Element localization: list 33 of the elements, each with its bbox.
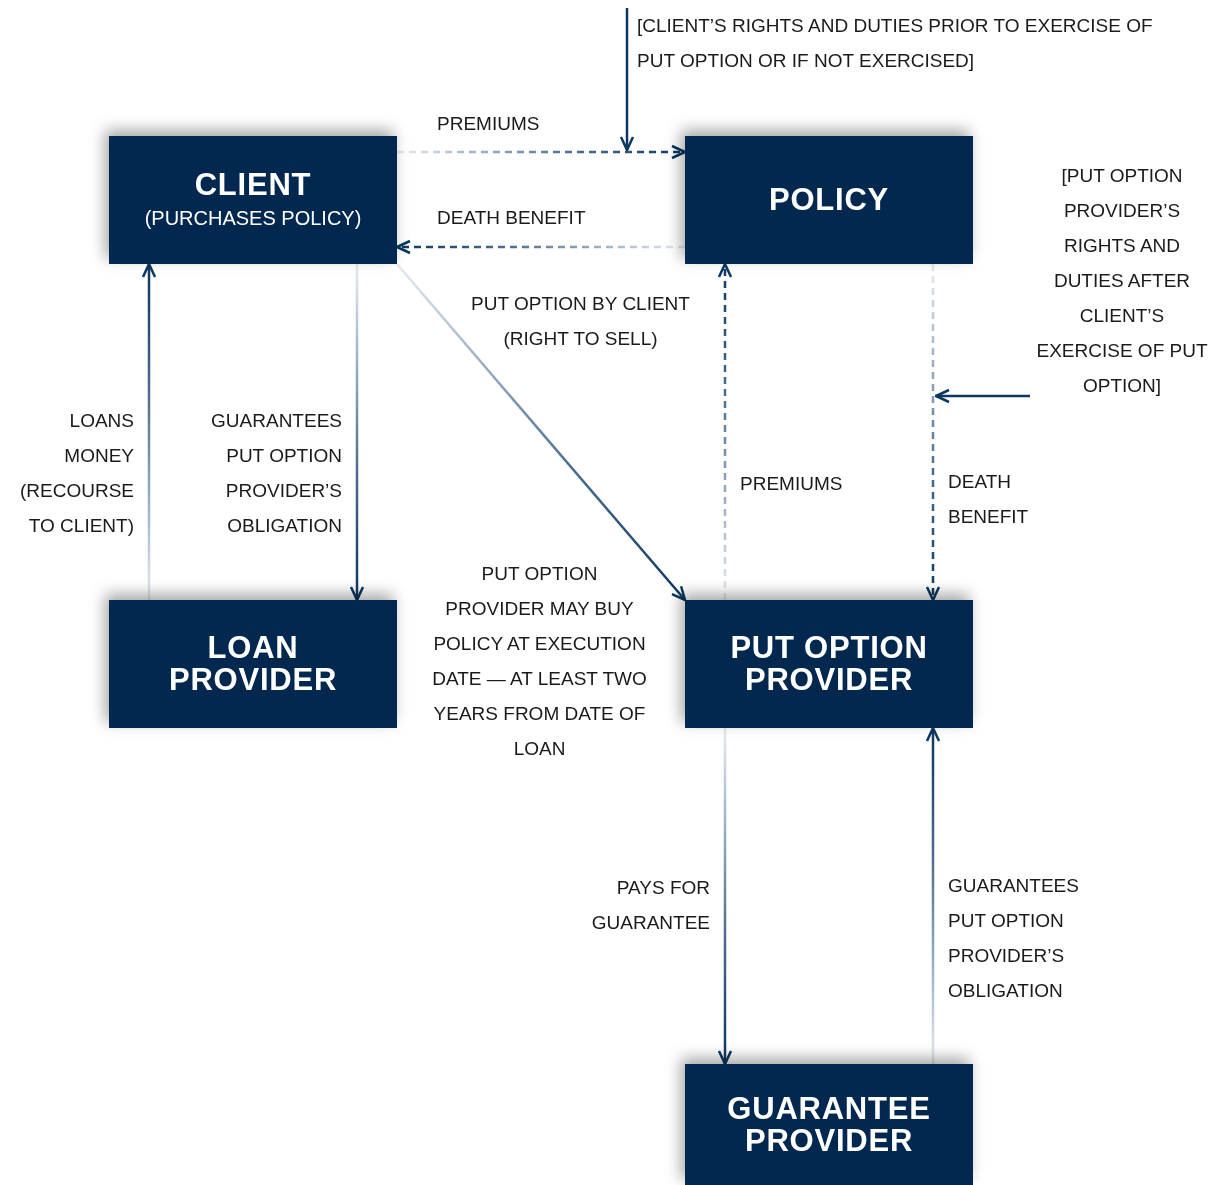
arrow bbox=[925, 726, 941, 1064]
arrow bbox=[141, 262, 157, 600]
arrow bbox=[717, 728, 733, 1066]
leader-arrow bbox=[619, 8, 635, 152]
box-title: CLIENT bbox=[194, 169, 312, 201]
callout-note: [CLIENT’S RIGHTS AND DUTIES PRIOR TO EXERCISE OF PUT OPTION OR IF NOT EXERCISED] bbox=[627, 8, 1187, 84]
edge-label: PREMIUMS bbox=[437, 112, 541, 136]
edge-label: GUARANTEES PUT OPTION PROVIDER’S OBLIGATION bbox=[210, 409, 342, 538]
edge-label: DEATH BENEFIT bbox=[437, 206, 587, 230]
dashed-arrow bbox=[717, 262, 733, 600]
arrow bbox=[396, 263, 687, 602]
edge-label: PAYS FOR GUARANTEE bbox=[590, 876, 710, 935]
entity-box bbox=[685, 136, 973, 264]
dashed-arrow bbox=[925, 264, 941, 602]
edge-label: LOANS MONEY (RECOURSE TO CLIENT) bbox=[19, 409, 134, 538]
dashed-arrow bbox=[397, 144, 687, 160]
box-subtitle: (PURCHASES POLICY) bbox=[144, 206, 362, 231]
edge-label: GUARANTEES PUT OPTION PROVIDER’S OBLIGATION bbox=[948, 874, 1080, 1003]
entity-box bbox=[685, 600, 973, 728]
box-title: LOAN PROVIDER bbox=[167, 632, 339, 696]
box-title: POLICY bbox=[768, 184, 890, 216]
arrow bbox=[349, 264, 365, 602]
edge-label: PUT OPTION BY CLIENT (RIGHT TO SELL) bbox=[470, 292, 691, 351]
callout-note: [PUT OPTION PROVIDER’S RIGHTS AND DUTIES AFTER CLIENT’S EXERCISE OF PUT OPTION] bbox=[1030, 158, 1208, 408]
entity-box bbox=[109, 600, 397, 728]
note-text: PUT OPTION PROVIDER MAY BUY POLICY AT EXECUTION DATE — AT LEAST TWO YEARS FROM DATE OF LOAN bbox=[432, 562, 647, 761]
box-title: PUT OPTION PROVIDER bbox=[729, 632, 929, 696]
edge-label: DEATH BENEFIT bbox=[948, 470, 1030, 529]
edge-label: PREMIUMS bbox=[740, 472, 844, 496]
entity-box bbox=[109, 136, 397, 264]
entity-box bbox=[685, 1064, 973, 1185]
box-title: GUARANTEE PROVIDER bbox=[726, 1092, 932, 1157]
leader-arrow bbox=[934, 388, 1030, 404]
